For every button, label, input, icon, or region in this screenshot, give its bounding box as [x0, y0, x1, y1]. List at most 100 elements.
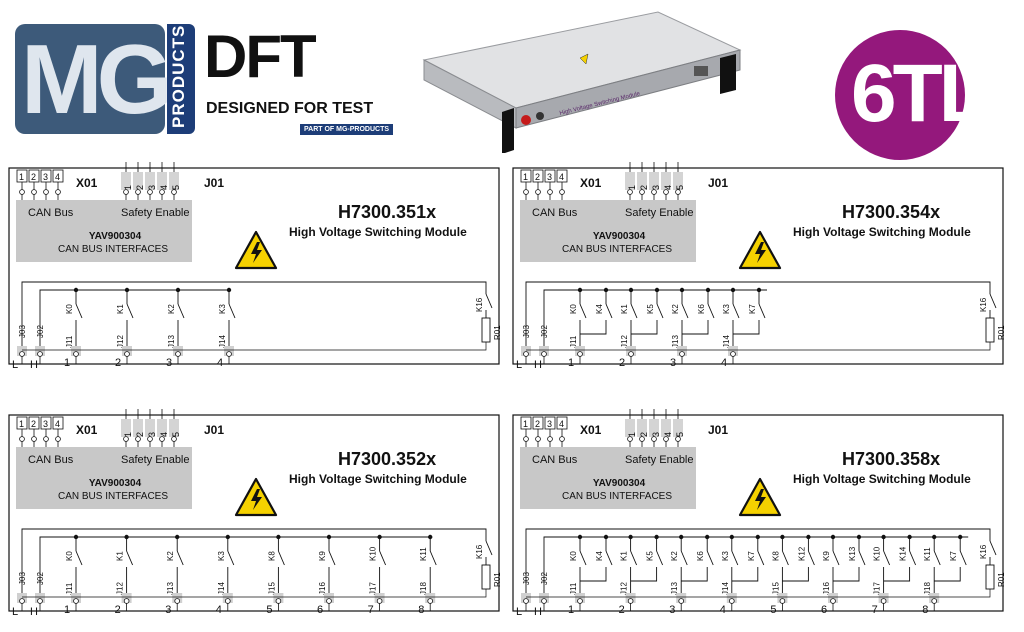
x01-pin-number: 1: [19, 419, 24, 429]
resistor-return-wire: [22, 589, 487, 598]
output-terminal: [730, 351, 736, 357]
relay-label: K6: [697, 304, 706, 314]
jack-label: J18: [419, 582, 428, 595]
relay-contact-blade: [177, 303, 185, 319]
can-bus-label: CAN Bus: [532, 454, 578, 466]
resistor-return-wire: [22, 342, 487, 351]
x01-connector-label: X01: [76, 176, 98, 190]
relay-label: K4: [595, 551, 604, 561]
output-terminal-shade: [273, 593, 284, 603]
j01-pin-terminal: [123, 189, 129, 195]
relay-contact-blade: [909, 550, 917, 566]
x01-pin-terminal: [55, 189, 61, 195]
relay-contact-blade: [832, 550, 840, 566]
h-terminal-shade: [35, 593, 45, 603]
6tl-logo: 6TL: [835, 30, 989, 160]
can-bus-interfaces-label: CAN BUS INTERFACES: [57, 491, 169, 502]
relay-pair-wire: [630, 567, 658, 582]
k16-label: K16: [475, 297, 484, 312]
output-terminal-shade: [626, 346, 636, 356]
x01-pin-terminal: [19, 189, 25, 195]
relay-label: K14: [899, 546, 908, 561]
output-number: 4: [721, 357, 727, 369]
j01-pin-terminal: [159, 189, 165, 195]
relay-pair-wire: [833, 567, 860, 582]
relay-pair-wire: [682, 320, 709, 335]
outer-loop-wire: [21, 281, 487, 352]
output-terminal: [73, 598, 79, 604]
output-terminal: [679, 351, 685, 357]
j01-pin-terminal: [663, 436, 669, 442]
h-terminal-shade: [539, 593, 549, 603]
relay-contact-blade: [379, 550, 387, 566]
j01-pin-terminal: [639, 436, 645, 442]
relay-pair-wire: [733, 320, 760, 335]
j01-pin-number: 4: [663, 185, 673, 190]
j01-pin-shade: [157, 419, 167, 437]
j01-pin-number: 3: [651, 185, 661, 190]
j01-pin-number: 2: [639, 185, 649, 190]
relay-label: K13: [848, 546, 857, 561]
x01-pin-number: 4: [55, 419, 60, 429]
dft-logo-tagline: DESIGNED FOR TEST: [206, 100, 374, 117]
high-voltage-warning-icon: [738, 230, 782, 270]
x01-pin-number: 4: [559, 419, 564, 429]
j01-pin-shade: [145, 172, 155, 190]
relay-bus-wire: [39, 289, 229, 352]
h-terminal: [541, 351, 547, 357]
l-terminal-shade: [521, 346, 531, 356]
x01-connector-label: X01: [580, 176, 602, 190]
jack-label: J17: [369, 582, 378, 595]
jack-label: J11: [65, 582, 74, 595]
relay-label: K11: [923, 547, 932, 561]
jack-label: J14: [721, 582, 730, 595]
relay-contact-blade: [227, 550, 235, 566]
output-number: 8: [418, 604, 424, 616]
j01-pin-terminal: [675, 189, 681, 195]
safety-enable-label: Safety Enable: [121, 454, 190, 466]
output-terminal: [174, 598, 181, 604]
l-terminal-label: L: [12, 606, 18, 618]
relay-contact-blade: [579, 303, 587, 319]
relay-label: K2: [166, 551, 175, 561]
l-terminal: [19, 598, 25, 604]
k16-relay-blade: [485, 540, 493, 556]
output-terminal-shade: [676, 593, 687, 603]
jack-label: J15: [267, 582, 276, 595]
j01-pin-terminal: [123, 436, 129, 442]
l-terminal-label: L: [516, 606, 522, 618]
relay-contact-blade: [757, 550, 765, 566]
high-voltage-warning-icon: [234, 230, 278, 270]
relay-pair-wire: [883, 567, 911, 582]
resistor-return-wire: [526, 589, 991, 598]
r01-label: R01: [493, 325, 502, 340]
relay-label: K2: [671, 304, 680, 314]
l-terminal-label: L: [12, 359, 18, 371]
r01-label: R01: [997, 325, 1006, 340]
output-number: 1: [64, 357, 70, 369]
relay-contact-blade: [277, 550, 285, 566]
output-terminal: [427, 598, 434, 604]
output-terminal: [73, 351, 79, 357]
dft-logo-letters: DFT: [204, 23, 317, 90]
relay-label: K12: [797, 546, 806, 561]
output-number: 3: [669, 604, 675, 616]
switching-module-device-image: High Voltage Switching Module: [420, 8, 742, 154]
j01-pin-shade: [625, 419, 635, 437]
j01-pin-shade: [157, 172, 167, 190]
r01-label: R01: [997, 572, 1006, 587]
relay-contact-blade: [807, 550, 815, 566]
output-terminal-shade: [222, 593, 233, 603]
jack-label: J14: [217, 582, 226, 595]
relay-contact-blade: [959, 550, 967, 566]
can-bus-interfaces-label: CAN BUS INTERFACES: [561, 244, 673, 255]
relay-contact-blade: [883, 550, 891, 566]
mg-products-logo: MG PRODUCTS: [15, 18, 195, 140]
h-terminal-label: H: [534, 359, 542, 371]
x01-pin-terminal: [43, 189, 49, 195]
jack-label: J12: [620, 335, 629, 348]
output-terminal-shade: [374, 593, 385, 603]
